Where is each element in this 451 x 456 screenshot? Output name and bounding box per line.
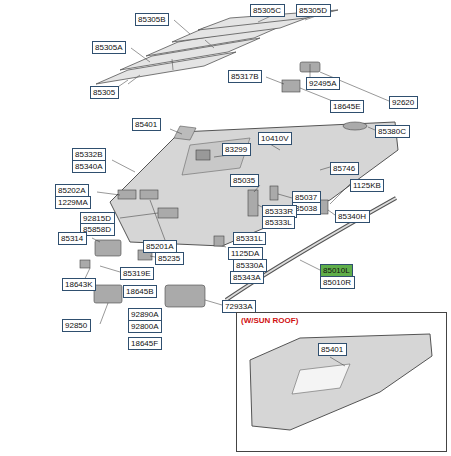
callout-number: 92815D <box>83 214 111 223</box>
callout-number: 92495A <box>309 79 337 88</box>
callout-number: 85380C <box>378 127 406 136</box>
callout-number: 85333R <box>265 207 293 216</box>
callout-number: 18645F <box>131 339 158 348</box>
callout-box: 85340H <box>335 210 370 223</box>
callout-box: 85746 <box>330 162 359 175</box>
callout-number: 85401 <box>135 120 157 129</box>
callout-box: 85401 <box>318 343 347 356</box>
callout-box: 92850 <box>62 319 91 332</box>
callout-number: 85319E <box>123 269 151 278</box>
callout-number: 1229MA <box>58 198 88 207</box>
callout-number: 92890A <box>131 310 159 319</box>
callout-number: 85746 <box>333 164 355 173</box>
callout-box: 92620 <box>389 96 418 109</box>
callout-box: 92800A <box>128 320 162 333</box>
callout-number: 85305C <box>253 6 281 15</box>
callout-box: 85305 <box>90 86 119 99</box>
callout-number: 85331L <box>236 234 263 243</box>
callout-number: 85010L <box>323 266 350 275</box>
callout-box: 10410V <box>258 132 292 145</box>
callout-number: 85035 <box>233 176 255 185</box>
callout-box: 85235 <box>155 252 184 265</box>
callout-number: 85010R <box>323 278 351 287</box>
callout-number: 18645E <box>333 102 361 111</box>
callout-box: 1125KB <box>350 179 384 192</box>
inset-panel: (W/SUN ROOF) 85401 <box>236 312 447 452</box>
callout-box: 18645F <box>128 337 162 350</box>
callout-number: 85305A <box>95 43 123 52</box>
callout-box: 85314 <box>58 232 87 245</box>
callout-number: 85314 <box>61 234 83 243</box>
callout-number: 85202A <box>58 186 86 195</box>
option-note: (W/SUN ROOF) <box>241 316 298 325</box>
callout-number: 1125KB <box>353 181 381 190</box>
callout-number: 85332B <box>75 150 103 159</box>
callout-number: 18643K <box>65 280 93 289</box>
callout-number: 85305D <box>299 6 327 15</box>
callout-number: 85343A <box>233 273 261 282</box>
callout-number: 85317B <box>231 72 259 81</box>
callout-box: 92495A <box>306 77 340 90</box>
callout-box: 85319E <box>120 267 154 280</box>
callout-box: 85340A <box>72 160 106 173</box>
callout-box: 85331L <box>233 232 266 245</box>
callout-box: 85317B <box>228 70 262 83</box>
callout-box: 85343A <box>230 271 264 284</box>
callout-number: 83299 <box>225 145 247 154</box>
callout-number: 85340H <box>338 212 366 221</box>
callout-box: 85305C <box>250 4 285 17</box>
callout-number: 10410V <box>261 134 289 143</box>
callout-number: 85305B <box>138 15 166 24</box>
callout-box: 85010R <box>320 276 355 289</box>
callout-box: 85333L <box>262 216 295 229</box>
callout-box: 85305D <box>296 4 331 17</box>
callout-number: 92800A <box>131 322 159 331</box>
callout-number: 85201A <box>146 242 174 251</box>
callout-number: 72933A <box>225 302 253 311</box>
callout-box: 18645B <box>123 285 157 298</box>
callout-number: 85330A <box>236 261 264 270</box>
callout-box: 85305A <box>92 41 126 54</box>
callout-number: 85305 <box>93 88 115 97</box>
callout-number: 18645B <box>126 287 154 296</box>
callout-box: 18645E <box>330 100 364 113</box>
callout-number: 85333L <box>265 218 292 227</box>
callout-box: 85035 <box>230 174 259 187</box>
callout-box: 1229MA <box>55 196 91 209</box>
callout-box: 83299 <box>222 143 251 156</box>
callout-number: 85038 <box>295 204 317 213</box>
callout-number: 85235 <box>158 254 180 263</box>
callout-box: 18643K <box>62 278 96 291</box>
callout-number: 85340A <box>75 162 103 171</box>
callout-number: 1125DA <box>231 249 259 258</box>
callout-number: 85401 <box>321 345 343 354</box>
callout-number: 92620 <box>392 98 414 107</box>
callout-box: 85305B <box>135 13 169 26</box>
callout-number: 85858D <box>83 225 111 234</box>
callout-number: 85037 <box>295 193 317 202</box>
callout-number: 92850 <box>65 321 87 330</box>
callout-box: 85401 <box>132 118 161 131</box>
callout-box: 85380C <box>375 125 410 138</box>
